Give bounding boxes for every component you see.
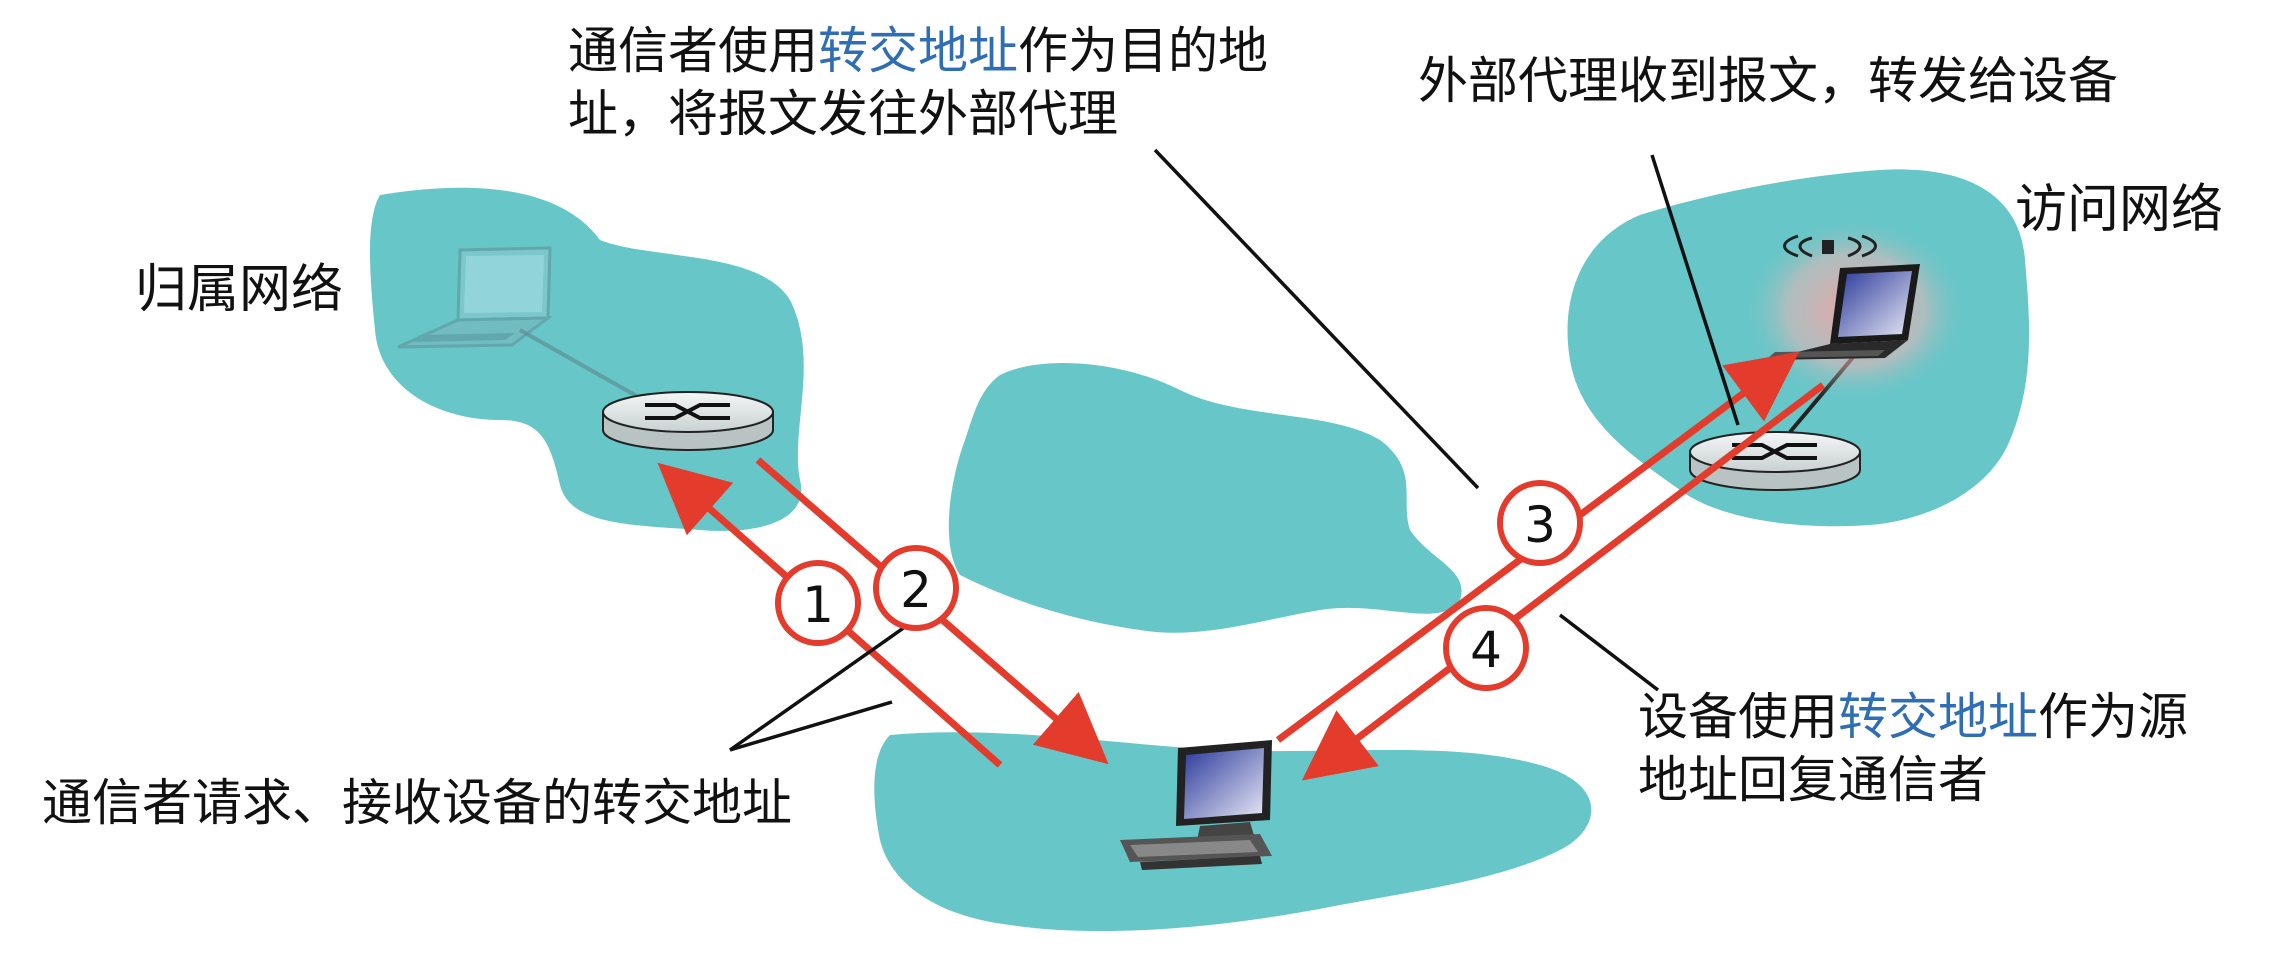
step-number-3: 3 (1524, 496, 1556, 554)
home-router-icon (602, 391, 774, 451)
callout-step2-line2: 址，将报文发往外部代理 (568, 84, 1118, 143)
home-network-label: 归属网络 (135, 260, 344, 320)
home-laptop-icon (397, 246, 553, 349)
step-number-4: 4 (1470, 621, 1502, 679)
home-network-blob (370, 187, 804, 531)
step-circle-3: 3 (1497, 480, 1583, 566)
callout-step4-line1: 设备使用转交地址作为源 (1638, 688, 2188, 746)
internet-blob (948, 363, 1462, 633)
callout-step4-line2: 地址回复通信者 (1638, 750, 1988, 809)
callout-line-step2 (1153, 148, 1480, 490)
correspondent-desktop-icon (1120, 740, 1272, 870)
callout-line-step1a (728, 620, 914, 752)
step-number-1: 1 (802, 576, 834, 634)
visited-router-icon (1689, 431, 1861, 491)
visited-laptop-wireless-icon (1740, 215, 1970, 405)
callout-line-step3 (1650, 154, 1740, 426)
callout-line-step1b (729, 700, 893, 752)
step-circle-1: 1 (775, 560, 861, 646)
callout-line-step4 (1558, 613, 1660, 692)
callout-step2-line1: 通信者使用转交地址作为目的地 (568, 22, 1268, 80)
visited-network-label: 访问网络 (2015, 180, 2224, 240)
callout-step2: 通信者使用转交地址作为目的地 址，将报文发往外部代理 (568, 20, 1268, 145)
step-circle-2: 2 (873, 545, 959, 631)
callout-step3: 外部代理收到报文，转发给设备 (1418, 52, 2118, 110)
arrow-step4 (1301, 382, 1826, 781)
step-number-2: 2 (900, 561, 932, 619)
callout-lines (728, 148, 1740, 752)
callout-step1: 通信者请求、接收设备的转交地址 (42, 774, 792, 832)
home-laptop-link (519, 328, 641, 400)
callout-step4: 设备使用转交地址作为源 地址回复通信者 (1638, 686, 2188, 811)
step-circle-4: 4 (1443, 605, 1529, 691)
